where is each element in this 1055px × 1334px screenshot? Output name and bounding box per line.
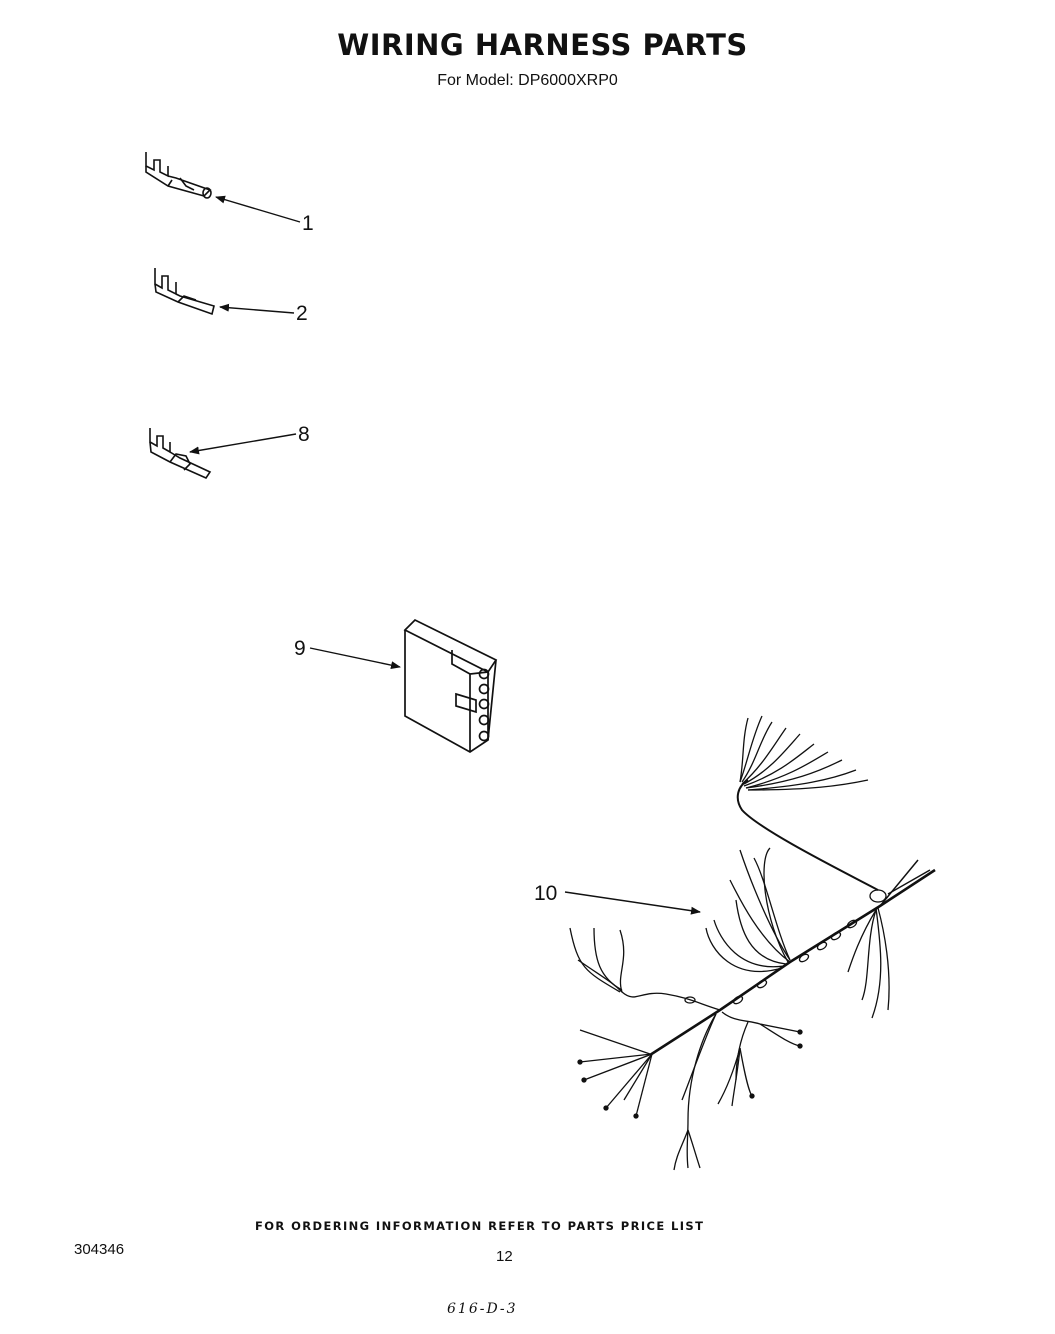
model-subtitle: For Model: DP6000XRP0: [437, 72, 618, 89]
leader-line-8: [189, 433, 297, 455]
flat-terminal-icon: [154, 268, 215, 316]
callout-2: 2: [296, 302, 308, 325]
wiring-harness-icon: [569, 715, 936, 1171]
leader-line-2: [219, 303, 295, 314]
leader-line-9: [309, 647, 401, 670]
leader-line-1: [215, 195, 301, 223]
leader-line-10: [564, 891, 701, 915]
terminal-icon: [149, 428, 212, 480]
callout-8: 8: [298, 423, 310, 446]
connector-block-icon: [403, 618, 498, 753]
callout-10: 10: [534, 882, 557, 905]
callout-1: 1: [302, 212, 314, 235]
document-number: 304346: [74, 1241, 125, 1258]
callout-9: 9: [294, 637, 306, 660]
ordering-note: FOR ORDERING INFORMATION REFER TO PARTS …: [255, 1219, 705, 1233]
page-title: WIRING HARNESS PARTS: [337, 28, 748, 62]
page-number: 12: [496, 1248, 513, 1265]
terminal-icon: [145, 152, 212, 199]
handwritten-code: 616-D-3: [447, 1301, 518, 1317]
